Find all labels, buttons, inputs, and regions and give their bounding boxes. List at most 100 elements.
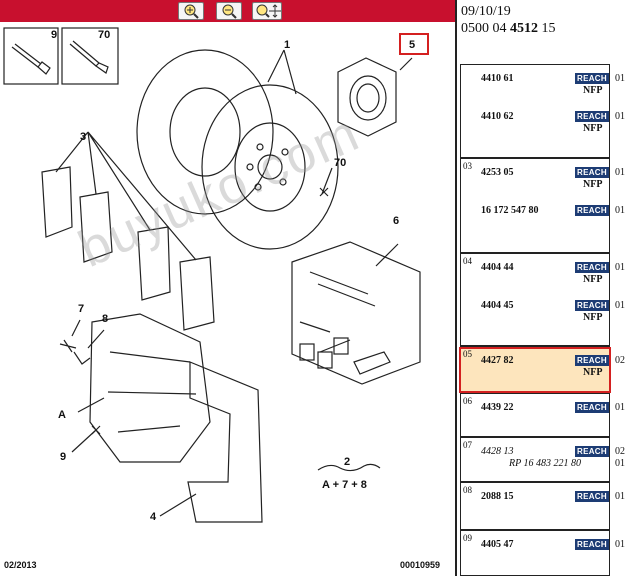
quantity: 01: [615, 402, 625, 413]
header-reference: 0500 04 4512 15: [461, 21, 556, 36]
quantity: 01: [615, 73, 625, 84]
toolbar: [0, 0, 455, 22]
label-6: 6: [393, 215, 399, 227]
label-70: 70: [98, 29, 110, 41]
label-9: 9: [51, 29, 57, 41]
part-number[interactable]: 4427 82: [481, 355, 514, 366]
part-number[interactable]: 2088 15: [481, 491, 514, 502]
repair-kit-box: [291, 241, 421, 385]
label-8: 8: [102, 313, 108, 325]
label-formula: A + 7 + 8: [322, 479, 367, 491]
nfp-label: NFP: [583, 179, 603, 190]
part-number[interactable]: 16 172 547 80: [481, 205, 539, 216]
nfp-label: NFP: [583, 367, 603, 378]
replacement-reference: RP 16 483 221 80: [509, 458, 582, 469]
part-number[interactable]: 4405 47: [481, 539, 514, 550]
label-70b: 70: [334, 157, 346, 169]
group-index: 06: [463, 396, 472, 406]
parts-group: 09 4405 47 REACH 01: [460, 530, 625, 576]
part-number[interactable]: 4410 62: [481, 111, 514, 122]
parts-header: 09/10/19 0500 04 4512 15: [457, 0, 627, 40]
quantity: 02: [615, 446, 625, 457]
group-index: 03: [463, 161, 472, 171]
quantity: 01: [615, 167, 625, 178]
group-index: 04: [463, 256, 472, 266]
part-number[interactable]: 4253 05: [481, 167, 514, 178]
quantity: 01: [615, 539, 625, 550]
label-2: 2: [344, 456, 350, 468]
label-1: 1: [284, 39, 290, 51]
nfp-label: NFP: [583, 123, 603, 134]
label-7: 7: [78, 303, 84, 315]
part-row[interactable]: 4405 47 REACH 01: [479, 537, 625, 567]
quantity: 01: [615, 262, 625, 273]
screw-70-box: [61, 27, 119, 85]
exploded-diagram: 9 70 1 5 3 70 6 7 8 A 9 2 A + 7 + 8 4: [3, 27, 429, 523]
nfp-label: NFP: [583, 85, 603, 96]
reach-badge[interactable]: REACH: [575, 355, 609, 366]
reach-badge[interactable]: REACH: [575, 300, 609, 311]
zoom-in-icon: [184, 4, 199, 19]
group-index: 05: [463, 349, 472, 359]
zoom-out-button[interactable]: [216, 2, 242, 20]
group-index: 08: [463, 485, 472, 495]
label-3: 3: [80, 131, 86, 143]
footer-date: 02/2013: [4, 560, 37, 570]
caliper-bracket: [187, 361, 263, 523]
quantity: 02: [615, 355, 625, 366]
zoom-in-button[interactable]: [178, 2, 204, 20]
reach-badge[interactable]: REACH: [575, 111, 609, 122]
label-4: 4: [150, 511, 157, 523]
part-row[interactable]: 4439 22 REACH 01: [479, 400, 625, 430]
reach-badge[interactable]: REACH: [575, 167, 609, 178]
parts-group: 06 4439 22 REACH 01: [460, 393, 625, 437]
quantity-secondary: 01: [615, 458, 625, 469]
brake-disc-front: [201, 84, 339, 250]
group-index: 09: [463, 533, 472, 543]
zoom-out-icon: [222, 4, 237, 19]
quantity: 01: [615, 111, 625, 122]
zoom-pan-icon: [256, 4, 281, 18]
reach-badge[interactable]: REACH: [575, 402, 609, 413]
quantity: 01: [615, 300, 625, 311]
reach-badge[interactable]: REACH: [575, 446, 609, 457]
reach-badge[interactable]: REACH: [575, 491, 609, 502]
zoom-pan-button[interactable]: [252, 2, 282, 20]
reach-badge[interactable]: REACH: [575, 205, 609, 216]
nfp-label: NFP: [583, 312, 603, 323]
group-index: 07: [463, 440, 472, 450]
bearing-box: [337, 57, 397, 137]
screw-9-box: [3, 27, 59, 85]
part-number[interactable]: 4410 61: [481, 73, 514, 84]
reach-badge[interactable]: REACH: [575, 539, 609, 550]
diagram-panel: 9 70 1 5 3 70 6 7 8 A 9 2 A + 7 + 8 4 bu…: [0, 0, 455, 570]
part-number[interactable]: 4404 44: [481, 262, 514, 273]
brake-pad-4: [179, 256, 215, 331]
brake-disc-back: [136, 49, 274, 215]
brake-pad-1: [41, 166, 73, 238]
caliper-body: [89, 313, 211, 463]
reach-badge[interactable]: REACH: [575, 262, 609, 273]
part-number[interactable]: 4439 22: [481, 402, 514, 413]
reach-badge[interactable]: REACH: [575, 73, 609, 84]
part-number[interactable]: 4428 13: [481, 446, 514, 457]
label-A: A: [58, 409, 66, 421]
label-5: 5: [409, 39, 415, 51]
part-number[interactable]: 4404 45: [481, 300, 514, 311]
